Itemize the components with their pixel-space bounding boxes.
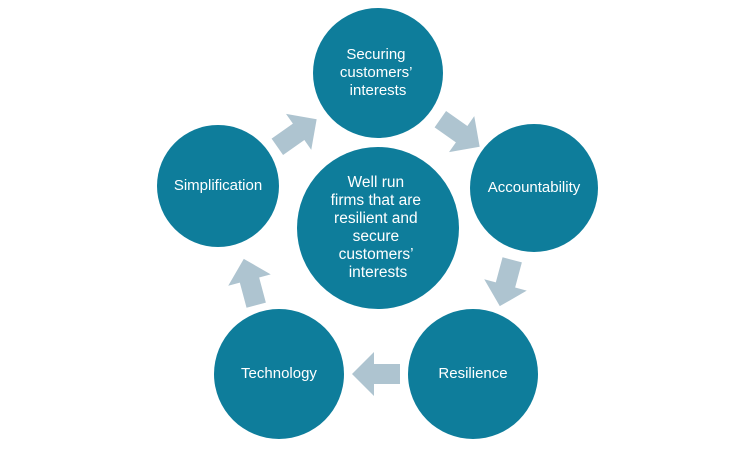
node-accountability[interactable]: Accountability xyxy=(470,124,598,252)
node-label-line: Technology xyxy=(241,365,317,382)
arrow-shape xyxy=(352,352,400,396)
center-label-line: interests xyxy=(349,264,408,281)
arrow-group xyxy=(228,111,527,396)
node-label: Accountability xyxy=(488,179,581,196)
arrow-accountability-to-resilience xyxy=(484,257,527,307)
node-circle xyxy=(313,8,443,138)
arrow-shape xyxy=(271,113,317,155)
center-label-line: secure xyxy=(353,228,400,245)
node-simplification[interactable]: Simplification xyxy=(157,125,279,247)
node-label-line: customers’ xyxy=(340,64,412,81)
arrow-simplification-to-securing xyxy=(271,113,317,155)
center-label-line: resilient and xyxy=(334,210,418,227)
node-label: Simplification xyxy=(174,177,262,194)
node-label: Securing customers’ interests xyxy=(340,46,416,99)
node-circle xyxy=(214,309,344,439)
node-circle xyxy=(157,125,279,247)
node-label-line: Simplification xyxy=(174,177,262,194)
node-resilience[interactable]: Resilience xyxy=(408,309,538,439)
center-label-line: customers’ xyxy=(339,246,413,263)
center-node-label: Well run firms that are resilient and se… xyxy=(331,174,426,281)
node-label: Technology xyxy=(241,365,317,382)
center-label-line: Well run xyxy=(348,174,405,191)
center-node-circle xyxy=(297,147,459,309)
node-technology[interactable]: Technology xyxy=(214,309,344,439)
node-label-line: Accountability xyxy=(488,179,581,196)
arrow-shape xyxy=(484,257,527,307)
node-circle xyxy=(408,309,538,439)
node-securing-customers-interests[interactable]: Securing customers’ interests xyxy=(313,8,443,138)
arrow-shape xyxy=(228,258,271,308)
center-label-line: firms that are xyxy=(331,192,421,209)
arrow-securing-to-accountability xyxy=(434,111,480,153)
node-label: Resilience xyxy=(438,365,507,382)
node-label-line: interests xyxy=(350,82,407,99)
node-label-line: Securing xyxy=(346,46,405,63)
node-label-line: Resilience xyxy=(438,365,507,382)
arrow-technology-to-simplification xyxy=(228,258,271,308)
arrow-shape xyxy=(434,111,480,153)
node-circle xyxy=(470,124,598,252)
node-center[interactable]: Well run firms that are resilient and se… xyxy=(297,147,459,309)
arrow-resilience-to-technology xyxy=(352,352,400,396)
